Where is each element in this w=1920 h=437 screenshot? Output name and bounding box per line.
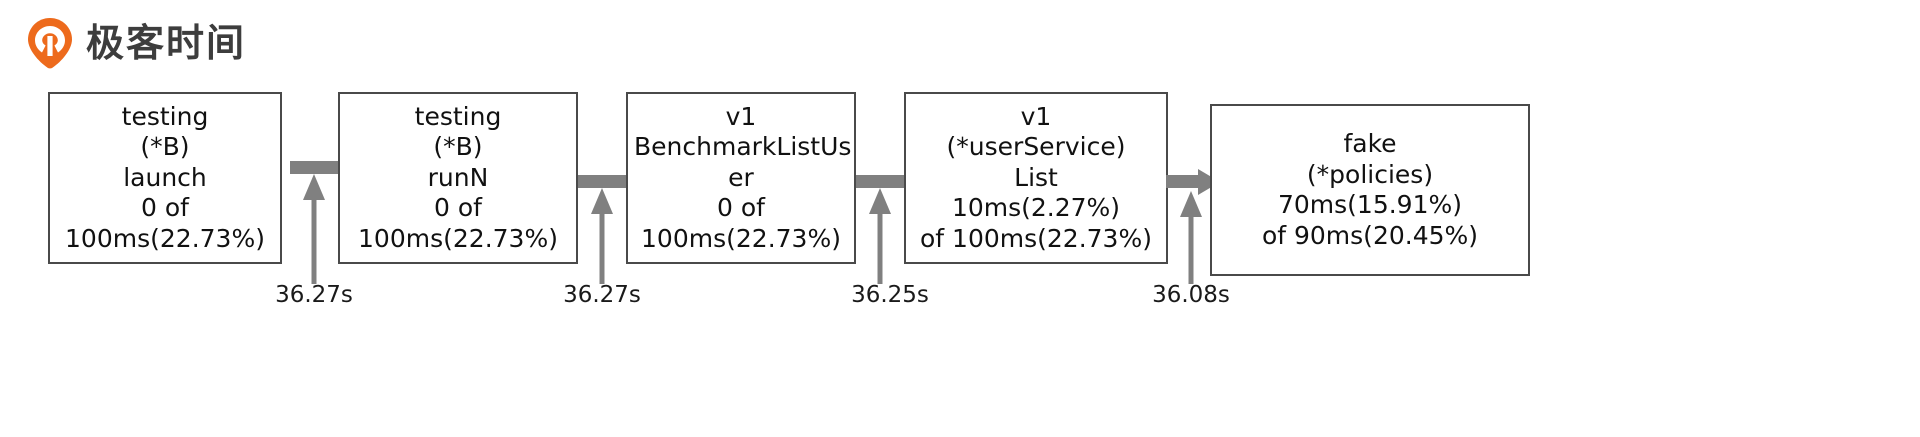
node-label: testing (*B) launch 0 of 100ms(22.73%) <box>65 101 265 253</box>
flow-edge-1-call-arrow-icon <box>300 174 328 284</box>
node-label: v1 BenchmarkListUs er 0 of 100ms(22.73%) <box>634 101 852 253</box>
flow-edge-1-connector <box>290 161 338 174</box>
node-label: fake (*policies) 70ms(15.91%) of 90ms(20… <box>1261 129 1479 250</box>
flow-edge-2-call-arrow-icon <box>588 188 616 284</box>
geektime-pin-logo-icon <box>26 17 74 69</box>
flow-edge-4-call-arrow-icon <box>1177 191 1205 284</box>
call-flow-diagram: testing (*B) launch 0 of 100ms(22.73%) 3… <box>0 86 1920 316</box>
flow-edge-3-connector <box>856 175 904 188</box>
flow-node-testing-runn[interactable]: testing (*B) runN 0 of 100ms(22.73%) <box>338 92 578 264</box>
flow-node-testing-launch[interactable]: testing (*B) launch 0 of 100ms(22.73%) <box>48 92 282 264</box>
flow-edge-1-timestamp: 36.27s <box>275 282 353 308</box>
brand-logo: 极客时间 <box>26 16 246 70</box>
brand-name: 极客时间 <box>86 21 247 65</box>
flow-edge-2-connector <box>578 175 626 188</box>
flow-edge-2-timestamp: 36.27s <box>563 282 641 308</box>
flow-edge-4-timestamp: 36.08s <box>1152 282 1230 308</box>
flow-edge-3-timestamp: 36.25s <box>851 282 929 308</box>
flow-node-fake-policies[interactable]: fake (*policies) 70ms(15.91%) of 90ms(20… <box>1210 104 1530 276</box>
flow-node-benchmark-listuser[interactable]: v1 BenchmarkListUs er 0 of 100ms(22.73%) <box>626 92 856 264</box>
flow-edge-4-connector-arrow-icon <box>1166 169 1220 195</box>
node-label: testing (*B) runN 0 of 100ms(22.73%) <box>358 101 558 253</box>
flow-node-userservice-list[interactable]: v1 (*userService) List 10ms(2.27%) of 10… <box>904 92 1168 264</box>
flow-edge-3-call-arrow-icon <box>866 188 894 284</box>
node-label: v1 (*userService) List 10ms(2.27%) of 10… <box>920 101 1152 253</box>
